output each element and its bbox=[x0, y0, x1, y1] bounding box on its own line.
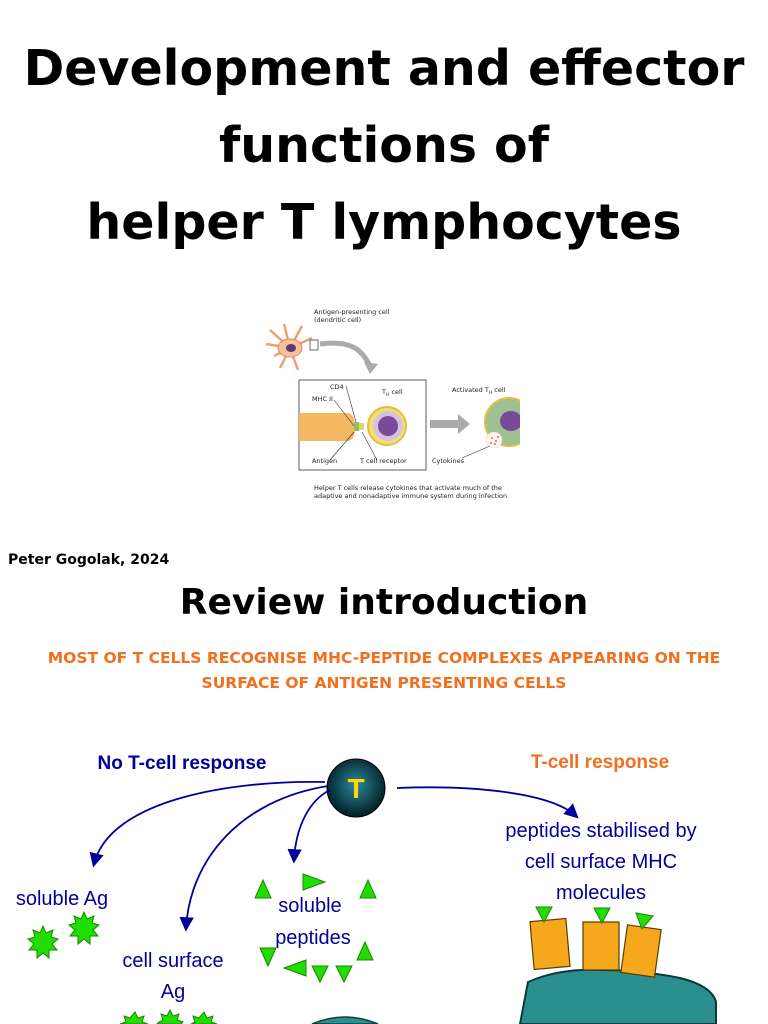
mhc2-label: MHC II bbox=[312, 395, 333, 403]
svg-text:T: T bbox=[347, 773, 364, 804]
activation-arrow bbox=[430, 414, 470, 434]
no-response-arrows bbox=[89, 780, 331, 932]
mhc-peptides-label-1: peptides stabilised by bbox=[505, 820, 696, 842]
t-cell-icon: T bbox=[326, 758, 386, 818]
apc-label-1: Antigen-presenting cell bbox=[314, 308, 390, 316]
soluble-peptides-label-2: peptides bbox=[275, 927, 351, 949]
cell-surface-ag-icons bbox=[119, 1008, 218, 1024]
cell-surface-ag-label-1: cell surface bbox=[122, 950, 223, 972]
zoom-arrow bbox=[319, 340, 373, 368]
subtitle-line-2: SURFACE OF ANTIGEN PRESENTING CELLS bbox=[201, 674, 567, 692]
apc-cell-left bbox=[311, 1016, 379, 1024]
activated-th-cell-icon bbox=[484, 397, 520, 449]
cytokines-label: Cytokines bbox=[432, 457, 465, 465]
title-line-3: helper T lymphocytes bbox=[86, 194, 682, 251]
section-title: Review introduction bbox=[179, 582, 589, 623]
figure-caption-1: Helper T cells release cytokines that ac… bbox=[314, 484, 502, 492]
apc-membrane bbox=[299, 413, 355, 441]
t-cell-recognition-diagram: No T-cell response T-cell response T sol… bbox=[16, 752, 717, 1024]
slide-title: Development and effector functions of he… bbox=[0, 30, 768, 261]
mhc-peptides-label-2: cell surface MHC bbox=[525, 851, 677, 873]
antigen-label: Antigen bbox=[312, 457, 337, 465]
figure-caption-2: adaptive and nonadaptive immune system d… bbox=[314, 492, 507, 500]
title-line-2: functions of bbox=[218, 117, 550, 174]
section-subtitle: MOST OF T CELLS RECOGNISE MHC-PEPTIDE CO… bbox=[30, 646, 738, 696]
soluble-peptides-label-1: soluble bbox=[278, 895, 341, 917]
author-credit: Peter Gogolak, 2024 bbox=[8, 552, 170, 568]
no-response-label: No T-cell response bbox=[98, 753, 267, 774]
response-label: T-cell response bbox=[531, 752, 669, 773]
subtitle-line-1: MOST OF T CELLS RECOGNISE MHC-PEPTIDE CO… bbox=[47, 649, 721, 667]
cd4-label: CD4 bbox=[330, 383, 344, 391]
peptide-triangles bbox=[254, 873, 377, 984]
apc-label-2: (dendritic cell) bbox=[314, 316, 361, 324]
mhc-molecules bbox=[529, 917, 662, 978]
bound-peptides bbox=[535, 906, 654, 930]
antigen-presentation-figure: Antigen-presenting cell (dendritic cell)… bbox=[262, 300, 520, 510]
apc-cell-right bbox=[518, 968, 717, 1024]
cell-surface-ag-label-2: Ag bbox=[161, 981, 185, 1003]
tcr-label: T cell receptor bbox=[359, 457, 407, 465]
th-cell-icon bbox=[367, 406, 407, 446]
zoom-box bbox=[309, 339, 319, 351]
mhc-peptides-label-3: molecules bbox=[556, 882, 646, 904]
dendritic-cell-icon bbox=[265, 323, 313, 371]
activated-label: Activated TH cell bbox=[452, 386, 506, 396]
th-cell-label: TH cell bbox=[381, 388, 403, 398]
soluble-ag-icons bbox=[26, 910, 101, 960]
response-arrow bbox=[396, 786, 579, 819]
soluble-ag-label: soluble Ag bbox=[16, 888, 108, 910]
title-line-1: Development and effector bbox=[23, 40, 745, 97]
